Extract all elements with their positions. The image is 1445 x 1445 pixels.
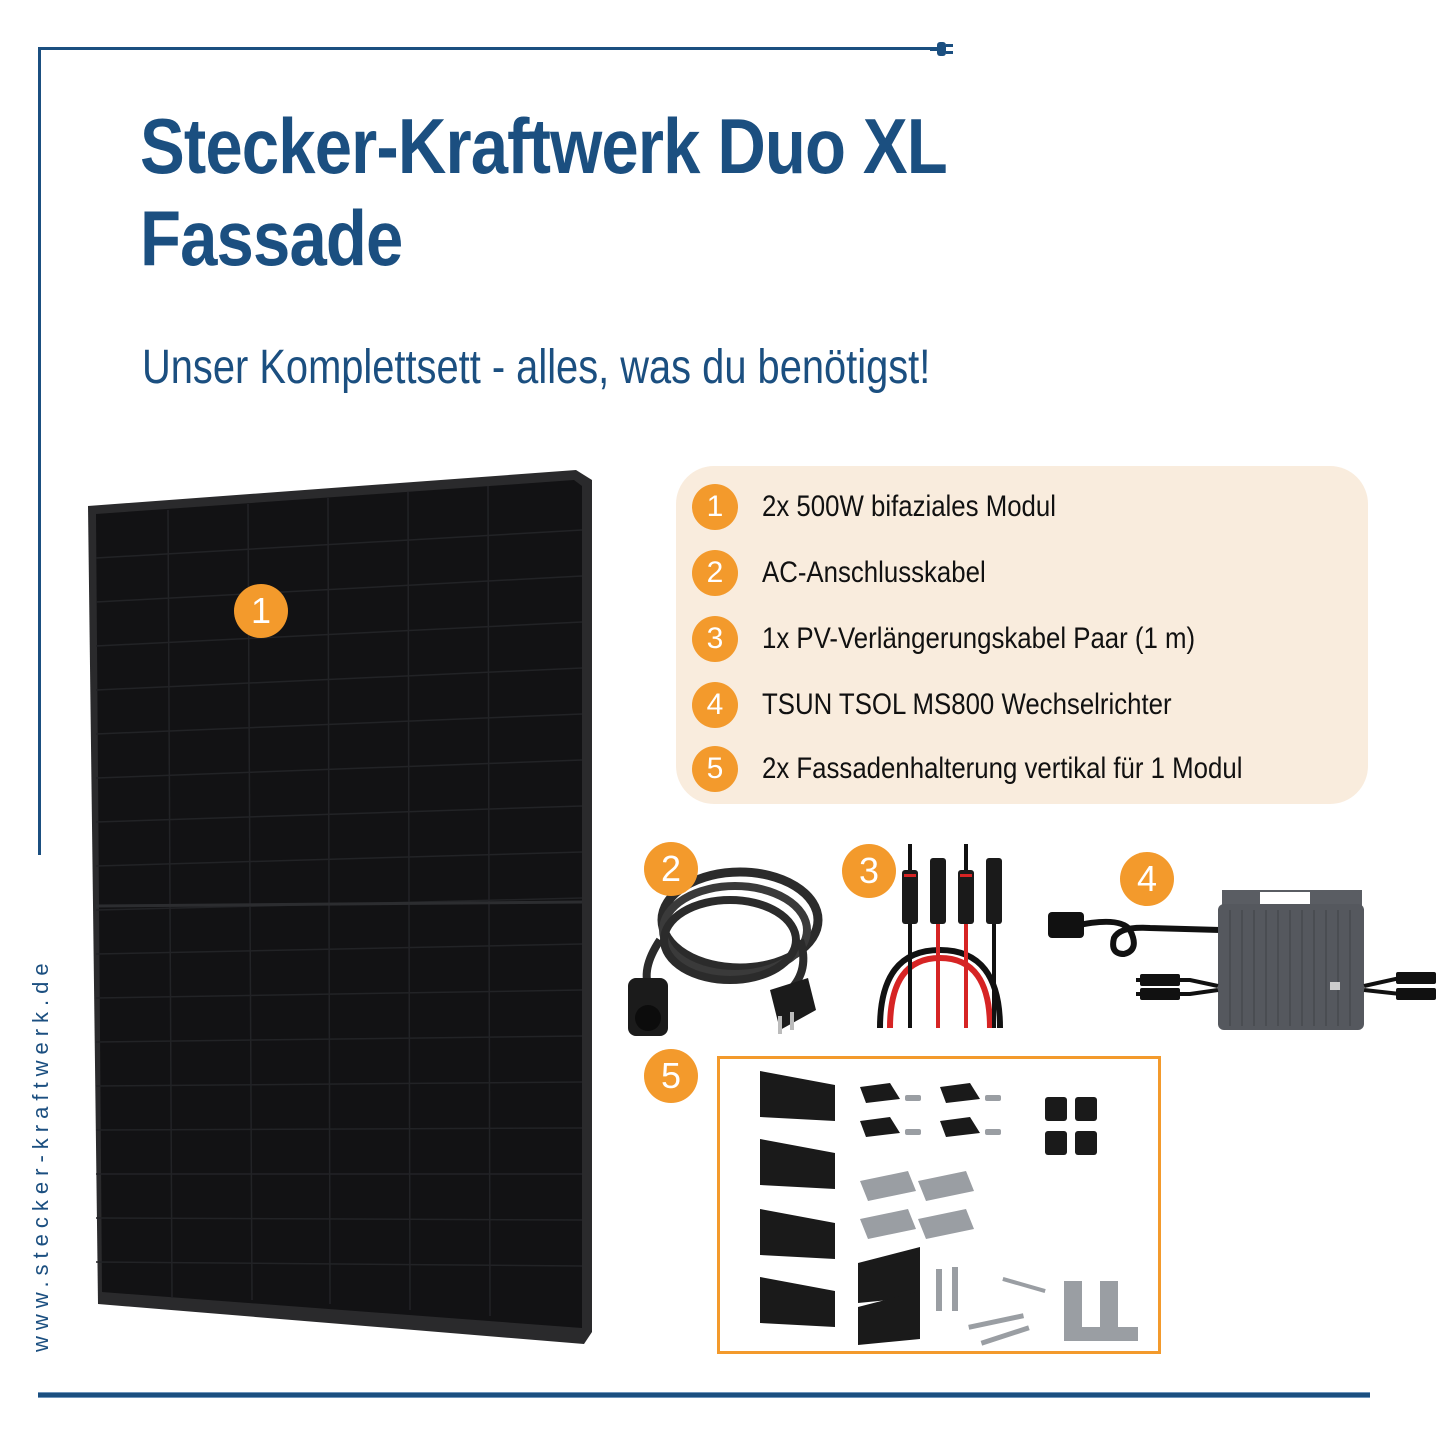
item-label: 1x PV-Verlängerungskabel Paar (1 m) [762, 622, 1196, 655]
title-line-1: Stecker-Kraftwerk Duo XL [140, 102, 948, 190]
item-label: AC-Anschlusskabel [762, 556, 986, 589]
item-label: TSUN TSOL MS800 Wechselrichter [762, 688, 1172, 721]
list-item: 4 TSUN TSOL MS800 Wechselrichter [692, 680, 1238, 730]
ac-cable-image: 2 [620, 840, 830, 1040]
plug-icon [930, 40, 954, 58]
frame-top-line [38, 47, 933, 50]
subtitle: Unser Komplettsett - alles, was du benöt… [142, 341, 931, 394]
mounting-kit-image [717, 1056, 1161, 1354]
title-line-2: Fassade [140, 194, 403, 282]
bottom-divider [38, 1392, 1370, 1398]
solar-panel-image: 1 [88, 466, 608, 1344]
badge-2: 2 [644, 842, 698, 896]
badge-3: 3 [842, 844, 896, 898]
badge-4: 4 [1120, 852, 1174, 906]
frame-left-line [38, 47, 41, 855]
item-label: 2x Fassadenhalterung vertikal für 1 Modu… [762, 752, 1243, 785]
website-url: www.stecker-kraftwerk.de [28, 957, 53, 1352]
list-item: 1 2x 500W bifaziales Modul [692, 482, 1104, 532]
item-number: 2 [692, 550, 738, 596]
page-title: Stecker-Kraftwerk Duo XL Fassade [140, 100, 948, 284]
badge-5: 5 [644, 1049, 698, 1103]
inverter-image: 4 [1040, 850, 1440, 1040]
item-label: 2x 500W bifaziales Modul [762, 490, 1056, 523]
pv-extension-cable-image: 3 [840, 840, 1040, 1030]
item-number: 3 [692, 616, 738, 662]
contents-list: 1 2x 500W bifaziales Modul 2 AC-Anschlus… [676, 466, 1368, 804]
item-number: 1 [692, 484, 738, 530]
badge-1: 1 [234, 584, 288, 638]
item-number: 5 [692, 746, 738, 792]
list-item: 5 2x Fassadenhalterung vertikal für 1 Mo… [692, 744, 1321, 794]
list-item: 2 AC-Anschlusskabel [692, 548, 1022, 598]
item-number: 4 [692, 682, 738, 728]
list-item: 3 1x PV-Verlängerungskabel Paar (1 m) [692, 614, 1266, 664]
